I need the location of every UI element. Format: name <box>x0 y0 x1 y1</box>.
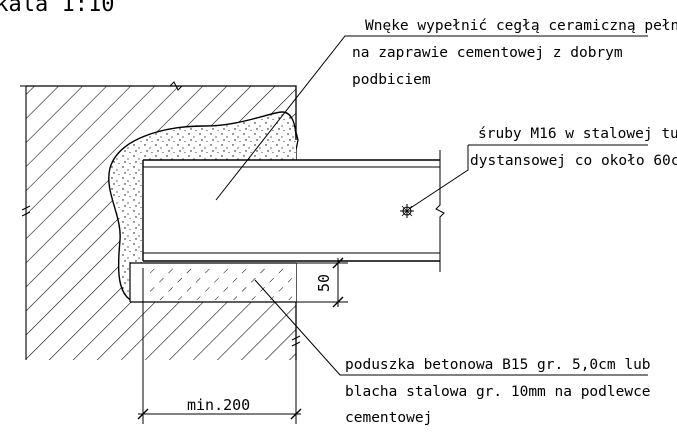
note-pad-line-1: poduszka betonowa B15 gr. 5,0cm lub <box>345 357 651 373</box>
steel-beam <box>142 150 445 272</box>
note-pad-line-3: cementowej <box>345 410 432 426</box>
bolt-symbol-icon <box>400 204 414 218</box>
note-bolts-line-1: śruby M16 w stalowej tulei <box>478 126 677 142</box>
dimension-height <box>296 257 348 308</box>
note-bolts: śruby M16 w stalowej tulei dystansowej c… <box>470 126 677 169</box>
note-pad-line-2: blacha stalowa gr. 10mm na podlewce <box>345 384 651 400</box>
note-bolts-line-2: dystansowej co około 60cm <box>470 153 677 169</box>
concrete-pad <box>129 262 296 303</box>
scale-label: skala 1:10 <box>0 0 114 17</box>
leader-lines <box>215 35 648 376</box>
note-infill: Wnęke wypełnić cegłą ceramiczną pełną na… <box>352 18 677 88</box>
note-infill-line-2: na zaprawie cementowej z dobrym <box>352 45 623 61</box>
note-infill-line-3: podbiciem <box>352 72 431 88</box>
dimension-bearing <box>137 302 302 424</box>
dimension-height-label: 50 <box>315 274 333 292</box>
note-infill-line-1: Wnęke wypełnić cegłą ceramiczną pełną <box>365 18 677 34</box>
note-pad: poduszka betonowa B15 gr. 5,0cm lub blac… <box>345 357 651 426</box>
dimension-bearing-label: min.200 <box>187 396 250 414</box>
